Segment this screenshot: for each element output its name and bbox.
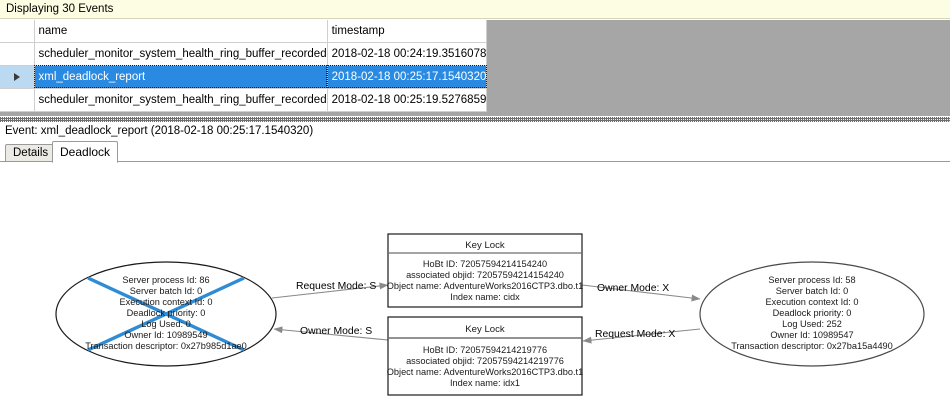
- cell-name[interactable]: xml_deadlock_report: [34, 65, 328, 89]
- keylock-top-line-3: Index name: cidx: [450, 292, 520, 302]
- keylock-bottom-line-3: Index name: idx1: [450, 378, 520, 388]
- keylock-bottom-line-1: associated objid: 72057594214219776: [406, 356, 564, 366]
- horizontal-splitter[interactable]: [0, 116, 950, 122]
- process-right-line-2: Execution context Id: 0: [766, 297, 859, 307]
- table-row[interactable]: scheduler_monitor_system_health_ring_buf…: [0, 88, 488, 112]
- event-header-label: Event: xml_deadlock_report (2018-02-18 0…: [0, 122, 950, 140]
- edge-label-left-request: Request Mode: S: [296, 281, 376, 292]
- keylock-bottom-line-0: HoBt ID: 72057594214219776: [423, 345, 547, 355]
- events-grid-container[interactable]: name timestamp scheduler_monitor_system_…: [0, 19, 950, 116]
- deadlock-graph-page: Request Mode: S Owner Mode: X Owner Mode…: [0, 161, 950, 400]
- edge-left-request: Request Mode: S: [271, 281, 389, 299]
- edge-label-right-owner: Owner Mode: X: [597, 283, 669, 294]
- process-right-line-0: Server process Id: 58: [768, 275, 855, 285]
- column-header-name[interactable]: name: [34, 20, 328, 43]
- process-right-line-1: Server batch Id: 0: [776, 286, 849, 296]
- row-selector-cell[interactable]: [0, 42, 35, 66]
- cell-name[interactable]: scheduler_monitor_system_health_ring_buf…: [34, 88, 328, 112]
- row-selector-cell[interactable]: [0, 88, 35, 112]
- column-header-timestamp[interactable]: timestamp: [327, 20, 488, 43]
- process-right-line-5: Owner Id: 10989547: [770, 330, 853, 340]
- process-left-line-2: Execution context Id: 0: [120, 297, 213, 307]
- keylock-top-line-2: Object name: AdventureWorks2016CTP3.dbo.…: [387, 281, 583, 291]
- process-right-line-4: Log Used: 252: [782, 319, 842, 329]
- process-left-line-4: Log Used: 0: [141, 319, 191, 329]
- edge-label-right-request: Request Mode: X: [595, 329, 675, 340]
- edge-right-owner: Owner Mode: X: [581, 283, 701, 302]
- keylock-top-line-0: HoBt ID: 72057594214154240: [423, 259, 547, 269]
- keylock-top-line-1: associated objid: 72057594214154240: [406, 270, 564, 280]
- cell-timestamp[interactable]: 2018-02-18 00:24:19.3516078: [327, 42, 488, 66]
- cell-timestamp[interactable]: 2018-02-18 00:25:17.1540320: [327, 65, 488, 89]
- process-right-line-6: Transaction descriptor: 0x27ba15a4490: [731, 341, 893, 351]
- cell-name[interactable]: scheduler_monitor_system_health_ring_buf…: [34, 42, 328, 66]
- deadlock-victim-cross-icon: [87, 276, 245, 352]
- current-row-arrow-icon: [0, 66, 33, 88]
- deadlock-graph: Request Mode: S Owner Mode: X Owner Mode…: [55, 233, 925, 396]
- grid-header-row: name timestamp: [0, 20, 488, 43]
- row-selector-cell-current[interactable]: [0, 65, 35, 89]
- tab-strip: Details Deadlock: [0, 141, 950, 163]
- keylock-top-title: Key Lock: [465, 240, 505, 251]
- edge-left-owner: Owner Mode: S: [273, 326, 389, 341]
- tab-deadlock[interactable]: Deadlock: [52, 141, 119, 163]
- process-right-line-3: Deadlock priority: 0: [773, 308, 852, 318]
- process-left-line-5: Owner Id: 10989549: [124, 330, 207, 340]
- process-left-line-6: Transaction descriptor: 0x27b985d1ae0: [85, 341, 247, 351]
- table-row-selected[interactable]: xml_deadlock_report 2018-02-18 00:25:17.…: [0, 65, 488, 89]
- cell-timestamp[interactable]: 2018-02-18 00:25:19.5276859: [327, 88, 488, 112]
- process-node-left[interactable]: Server process Id: 86 Server batch Id: 0…: [55, 261, 277, 367]
- keylock-bottom-line-2: Object name: AdventureWorks2016CTP3.dbo.…: [387, 367, 583, 377]
- edge-right-request: Request Mode: X: [582, 328, 701, 344]
- displaying-events-bar: Displaying 30 Events: [0, 0, 950, 19]
- row-selector-header: [0, 20, 35, 43]
- process-node-right[interactable]: Server process Id: 58 Server batch Id: 0…: [699, 261, 925, 367]
- table-row[interactable]: scheduler_monitor_system_health_ring_buf…: [0, 42, 488, 66]
- displaying-events-text: Displaying 30 Events: [6, 2, 114, 15]
- tab-details[interactable]: Details: [5, 144, 57, 162]
- keylock-bottom-title: Key Lock: [465, 324, 505, 335]
- process-left-line-0: Server process Id: 86: [122, 275, 209, 285]
- resource-node-keylock-bottom[interactable]: Key Lock HoBt ID: 72057594214219776 asso…: [387, 316, 583, 396]
- edge-label-left-owner: Owner Mode: S: [300, 326, 372, 337]
- resource-node-keylock-top[interactable]: Key Lock HoBt ID: 72057594214154240 asso…: [387, 233, 583, 308]
- process-left-line-3: Deadlock priority: 0: [127, 308, 206, 318]
- events-grid[interactable]: name timestamp scheduler_monitor_system_…: [0, 20, 488, 112]
- process-left-line-1: Server batch Id: 0: [130, 286, 203, 296]
